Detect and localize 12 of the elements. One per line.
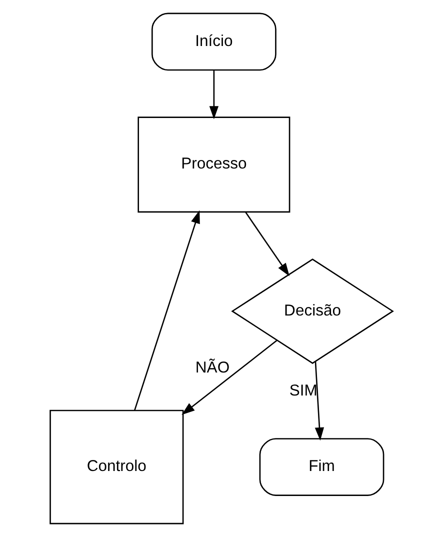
edge-label: NÃO	[195, 359, 230, 376]
arrow	[182, 340, 278, 415]
arrow	[209, 70, 219, 120]
arrow	[134, 210, 200, 410]
node-box: Início	[152, 12, 276, 71]
node-box: Processo	[138, 116, 290, 213]
node-diamond: Decisão	[231, 258, 394, 364]
arrow	[245, 212, 290, 276]
node-box: Controlo	[50, 410, 184, 524]
arrow	[314, 361, 324, 441]
edge-label: SIM	[289, 382, 318, 400]
node-box: Fim	[259, 438, 384, 496]
